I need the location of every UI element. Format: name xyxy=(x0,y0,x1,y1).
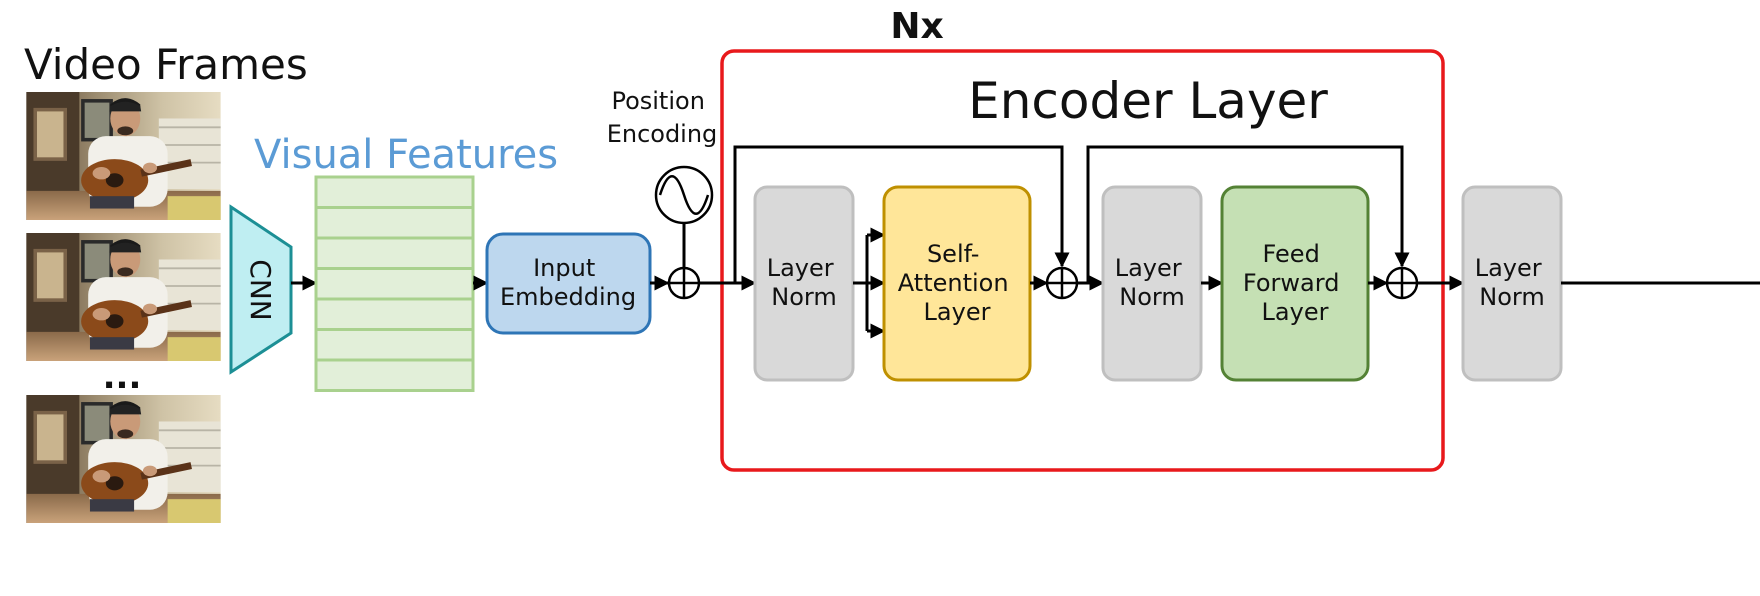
visual-feature-row xyxy=(314,206,475,240)
add-residual-1-icon xyxy=(1045,266,1079,300)
attention-input-fork xyxy=(853,227,886,339)
residual-connection-1 xyxy=(733,145,1070,283)
repeat-count-label: Nx xyxy=(890,6,943,47)
encoder-layer-box xyxy=(720,49,1445,472)
self-attention-line-3: Layer xyxy=(924,298,991,326)
visual-feature-row xyxy=(314,236,475,270)
visual-feature-row xyxy=(314,358,475,392)
visual-feature-row xyxy=(314,175,475,209)
final-layer-norm-label: Layer Norm xyxy=(1475,254,1550,311)
self-attention-line-1: Self- xyxy=(927,240,979,268)
add-residual-2-icon xyxy=(1385,266,1419,300)
feed-forward-line-3: Layer xyxy=(1262,298,1329,326)
position-encoding-label: Position Encoding xyxy=(607,87,718,148)
video-frame-2 xyxy=(26,233,221,361)
visual-features-label: Visual Features xyxy=(254,132,558,178)
position-encoding-line-2: Encoding xyxy=(607,120,718,148)
layer-norm-2-line-2: Norm xyxy=(1119,283,1184,311)
layer-norm-2-line-1: Layer xyxy=(1115,254,1182,282)
layer-norm-2-label: Layer Norm xyxy=(1115,254,1190,311)
sine-wave-icon xyxy=(654,165,714,225)
layer-norm-1-line-2: Norm xyxy=(771,283,836,311)
self-attention-line-2: Attention xyxy=(898,269,1009,297)
video-frame-1 xyxy=(26,92,221,220)
position-encoding-line-1: Position xyxy=(611,87,704,115)
input-embedding-label: Input Embedding xyxy=(500,254,636,311)
feed-forward-label: Feed Forward Layer xyxy=(1243,240,1347,326)
feed-forward-line-1: Feed xyxy=(1263,240,1320,268)
feed-forward-line-2: Forward xyxy=(1243,269,1340,297)
visual-features-stack xyxy=(314,175,475,392)
residual-connection-2 xyxy=(1086,145,1410,283)
visual-feature-row xyxy=(314,297,475,331)
layer-norm-1-line-1: Layer xyxy=(767,254,834,282)
video-frames-title: Video Frames xyxy=(24,40,308,89)
input-embedding-line-2: Embedding xyxy=(500,283,636,311)
encoder-layer-title: Encoder Layer xyxy=(968,72,1328,130)
self-attention-label: Self- Attention Layer xyxy=(898,240,1016,326)
final-layer-norm-line-2: Norm xyxy=(1479,283,1544,311)
cnn-label: CNN xyxy=(244,259,277,320)
cnn-block xyxy=(229,204,293,375)
frames-ellipsis: ... xyxy=(103,357,142,397)
final-layer-norm-line-1: Layer xyxy=(1475,254,1542,282)
visual-feature-row xyxy=(314,267,475,301)
input-embedding-line-1: Input xyxy=(533,254,595,282)
layer-norm-1-label: Layer Norm xyxy=(767,254,842,311)
video-frame-3 xyxy=(26,395,221,523)
visual-feature-row xyxy=(314,328,475,362)
add-position-icon xyxy=(667,266,701,300)
